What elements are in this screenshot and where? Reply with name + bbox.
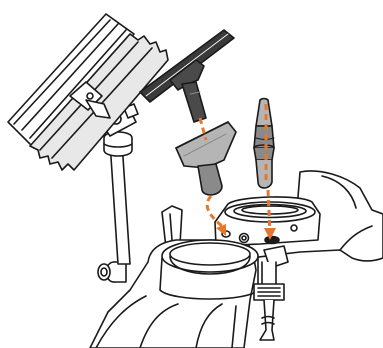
funnel-nozzle-icon <box>176 122 236 195</box>
tapered-nozzle-icon <box>254 99 274 189</box>
tool-holder-base-icon <box>90 171 383 348</box>
